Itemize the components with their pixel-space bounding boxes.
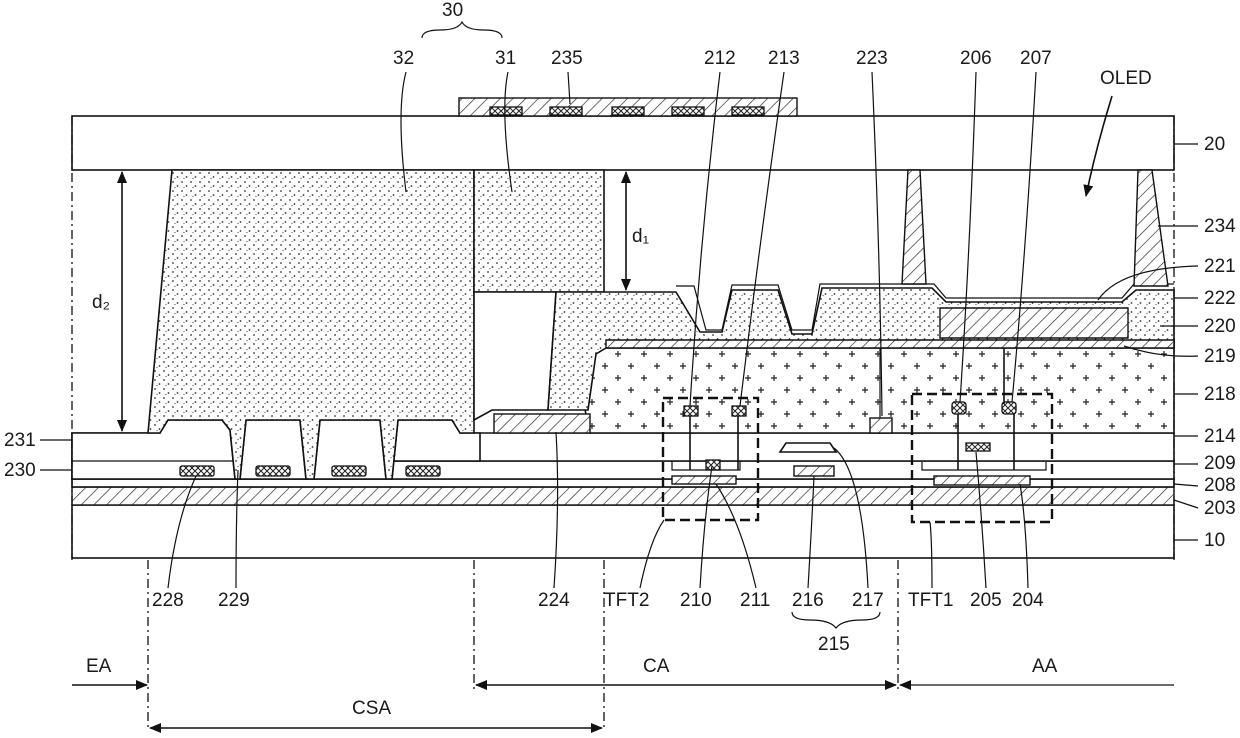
conductive-pattern-224 bbox=[494, 414, 590, 433]
label-220: 220 bbox=[1204, 316, 1236, 337]
label-231: 231 bbox=[4, 430, 36, 451]
label-230: 230 bbox=[4, 460, 36, 481]
label-csa: CSA bbox=[352, 698, 391, 719]
bracket-215 bbox=[792, 612, 880, 628]
label-229: 229 bbox=[218, 590, 250, 611]
label-219: 219 bbox=[1204, 346, 1236, 367]
label-20: 20 bbox=[1204, 134, 1225, 155]
label-221: 221 bbox=[1204, 256, 1236, 277]
label-211: 211 bbox=[740, 590, 770, 611]
label-204: 204 bbox=[1012, 590, 1044, 611]
label-224: 224 bbox=[538, 590, 570, 611]
sealant-31 bbox=[474, 170, 604, 292]
label-tft2: TFT2 bbox=[604, 590, 649, 611]
label-235: 235 bbox=[551, 48, 583, 69]
label-31: 31 bbox=[495, 48, 516, 69]
label-206: 206 bbox=[960, 48, 992, 69]
label-228: 228 bbox=[152, 590, 184, 611]
bracket-30 bbox=[422, 22, 502, 38]
label-tft1: TFT1 bbox=[908, 590, 953, 611]
label-215: 215 bbox=[818, 634, 850, 655]
label-ca: CA bbox=[643, 656, 670, 677]
label-32: 32 bbox=[393, 48, 414, 69]
label-222: 222 bbox=[1204, 288, 1236, 309]
label-216: 216 bbox=[792, 590, 824, 611]
label-209: 209 bbox=[1204, 453, 1236, 474]
label-234: 234 bbox=[1204, 216, 1236, 237]
label-218: 218 bbox=[1204, 384, 1236, 405]
label-213: 213 bbox=[768, 48, 800, 69]
label-212: 212 bbox=[704, 48, 736, 69]
label-205: 205 bbox=[970, 590, 1002, 611]
label-208: 208 bbox=[1204, 475, 1236, 496]
label-ea: EA bbox=[86, 656, 112, 677]
label-aa: AA bbox=[1032, 656, 1058, 677]
label-207: 207 bbox=[1020, 48, 1052, 69]
label-d1: d₁ bbox=[632, 226, 649, 247]
label-oled: OLED bbox=[1100, 68, 1152, 89]
label-203: 203 bbox=[1204, 498, 1236, 519]
label-223: 223 bbox=[856, 48, 888, 69]
label-30: 30 bbox=[442, 0, 463, 21]
label-d2: d₂ bbox=[92, 292, 110, 313]
spacer-234-left bbox=[902, 170, 926, 284]
dam-wall bbox=[474, 292, 556, 420]
label-217: 217 bbox=[852, 590, 884, 611]
label-10: 10 bbox=[1204, 530, 1225, 551]
label-214: 214 bbox=[1204, 426, 1236, 447]
emission-layer-220 bbox=[940, 308, 1128, 338]
conductive-pattern-223 bbox=[870, 418, 892, 433]
encapsulation-substrate-20 bbox=[72, 116, 1174, 170]
anode-219 bbox=[606, 340, 1174, 348]
label-210: 210 bbox=[680, 590, 712, 611]
